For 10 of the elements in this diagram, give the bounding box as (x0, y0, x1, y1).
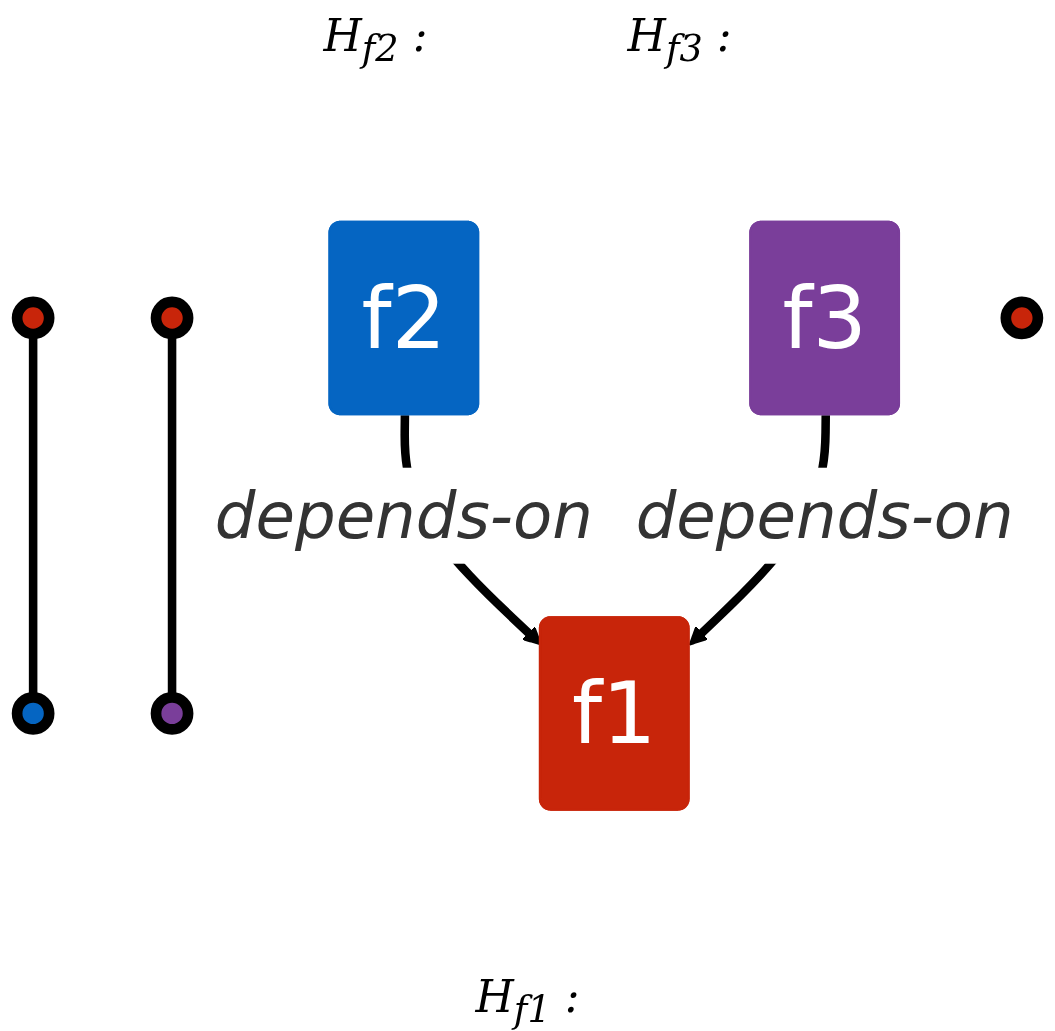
edge-label: depends-on (635, 478, 1014, 553)
node-circle (11, 296, 55, 340)
edge-label: depends-on (214, 478, 593, 553)
node-circle (1000, 296, 1044, 340)
node-circle (11, 691, 55, 735)
graph-label: H$_{f1}$ : (475, 971, 580, 1031)
graph-label: H$_{f3}$ : (627, 10, 732, 70)
graph-label: H$_{f2}$ : (323, 10, 428, 70)
node-circle (150, 691, 194, 735)
node-circle (150, 296, 194, 340)
